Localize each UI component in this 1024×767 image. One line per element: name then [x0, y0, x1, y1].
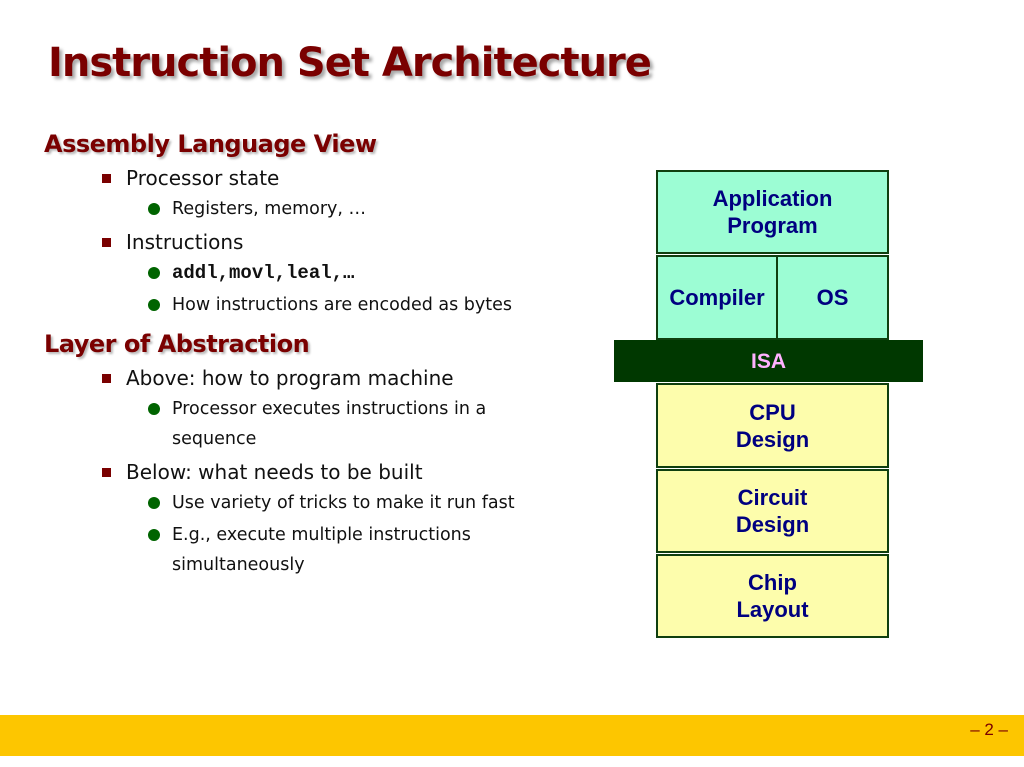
application-program-box: Application Program — [656, 170, 889, 254]
sub-bullet-text: Use variety of tricks to make it run fas… — [172, 493, 515, 513]
sub-bullet-item: Processor executes instructions in a seq… — [44, 394, 554, 454]
sub-bullet-item: Use variety of tricks to make it run fas… — [44, 488, 554, 518]
bullet-item: Below: what needs to be built — [44, 458, 604, 486]
compiler-box: Compiler — [656, 255, 778, 340]
bullet-text: Below: what needs to be built — [126, 460, 423, 484]
sub-bullet-item: E.g., execute multiple instructions simu… — [44, 520, 554, 580]
sub-bullet-item: addl,movl,leal,… — [44, 258, 554, 288]
slide-title: Instruction Set Architecture — [48, 40, 652, 86]
section-heading: Assembly Language View — [44, 130, 377, 158]
round-bullet-icon — [148, 267, 160, 279]
sub-bullet-text: Registers, memory, … — [172, 199, 367, 219]
sub-bullet-text: E.g., execute multiple instructions simu… — [172, 525, 471, 575]
round-bullet-icon — [148, 403, 160, 415]
cpu-design-box: CPU Design — [656, 383, 889, 468]
round-bullet-icon — [148, 203, 160, 215]
bullet-text: Above: how to program machine — [126, 366, 454, 390]
code-text: addl,movl,leal,… — [172, 262, 355, 284]
round-bullet-icon — [148, 299, 160, 311]
bullet-text: Processor state — [126, 166, 280, 190]
square-bullet-icon — [102, 238, 111, 247]
sub-bullet-text: Processor executes instructions in a seq… — [172, 399, 487, 449]
sub-bullet-item: How instructions are encoded as bytes — [44, 290, 554, 320]
round-bullet-icon — [148, 497, 160, 509]
slide-content: Assembly Language View Processor state R… — [44, 130, 604, 580]
section-heading: Layer of Abstraction — [44, 330, 310, 358]
square-bullet-icon — [102, 468, 111, 477]
bullet-item: Instructions — [44, 228, 604, 256]
sub-bullet-text: How instructions are encoded as bytes — [172, 295, 512, 315]
round-bullet-icon — [148, 529, 160, 541]
bullet-item: Above: how to program machine — [44, 364, 604, 392]
section-assembly-language-view: Assembly Language View Processor state R… — [44, 130, 604, 320]
bullet-item: Processor state — [44, 164, 604, 192]
page-number: – 2 – — [970, 720, 1008, 739]
os-box: OS — [776, 255, 889, 340]
square-bullet-icon — [102, 374, 111, 383]
square-bullet-icon — [102, 174, 111, 183]
chip-layout-box: Chip Layout — [656, 554, 889, 638]
circuit-design-box: Circuit Design — [656, 469, 889, 553]
sub-bullet-item: Registers, memory, … — [44, 194, 554, 224]
isa-bar: ISA — [614, 340, 923, 382]
footer-bar: – 2 – — [0, 715, 1024, 756]
bullet-text: Instructions — [126, 230, 244, 254]
section-layer-of-abstraction: Layer of Abstraction Above: how to progr… — [44, 330, 604, 580]
